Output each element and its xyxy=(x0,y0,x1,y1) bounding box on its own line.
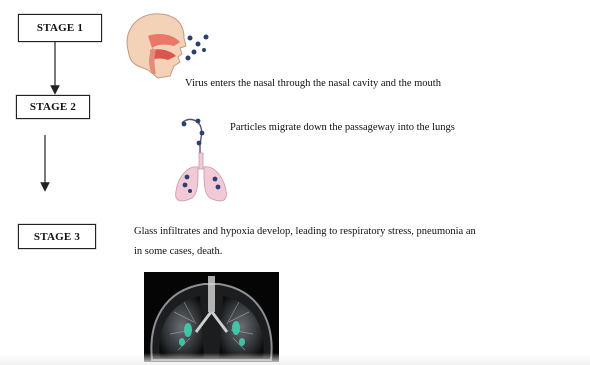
stage-3-description-line-2: in some cases, death. xyxy=(134,242,589,262)
stage-3-description-line-1: Glass infiltrates and hypoxia develop, l… xyxy=(134,222,589,242)
chest-ct-scan-image xyxy=(144,272,279,362)
bottom-edge-shading xyxy=(0,353,590,365)
stage-1-description: Virus enters the nasal through the nasal… xyxy=(185,74,441,94)
stage-2-description: Particles migrate down the passageway in… xyxy=(230,118,455,138)
stage-3-description: Glass infiltrates and hypoxia develop, l… xyxy=(134,222,589,262)
